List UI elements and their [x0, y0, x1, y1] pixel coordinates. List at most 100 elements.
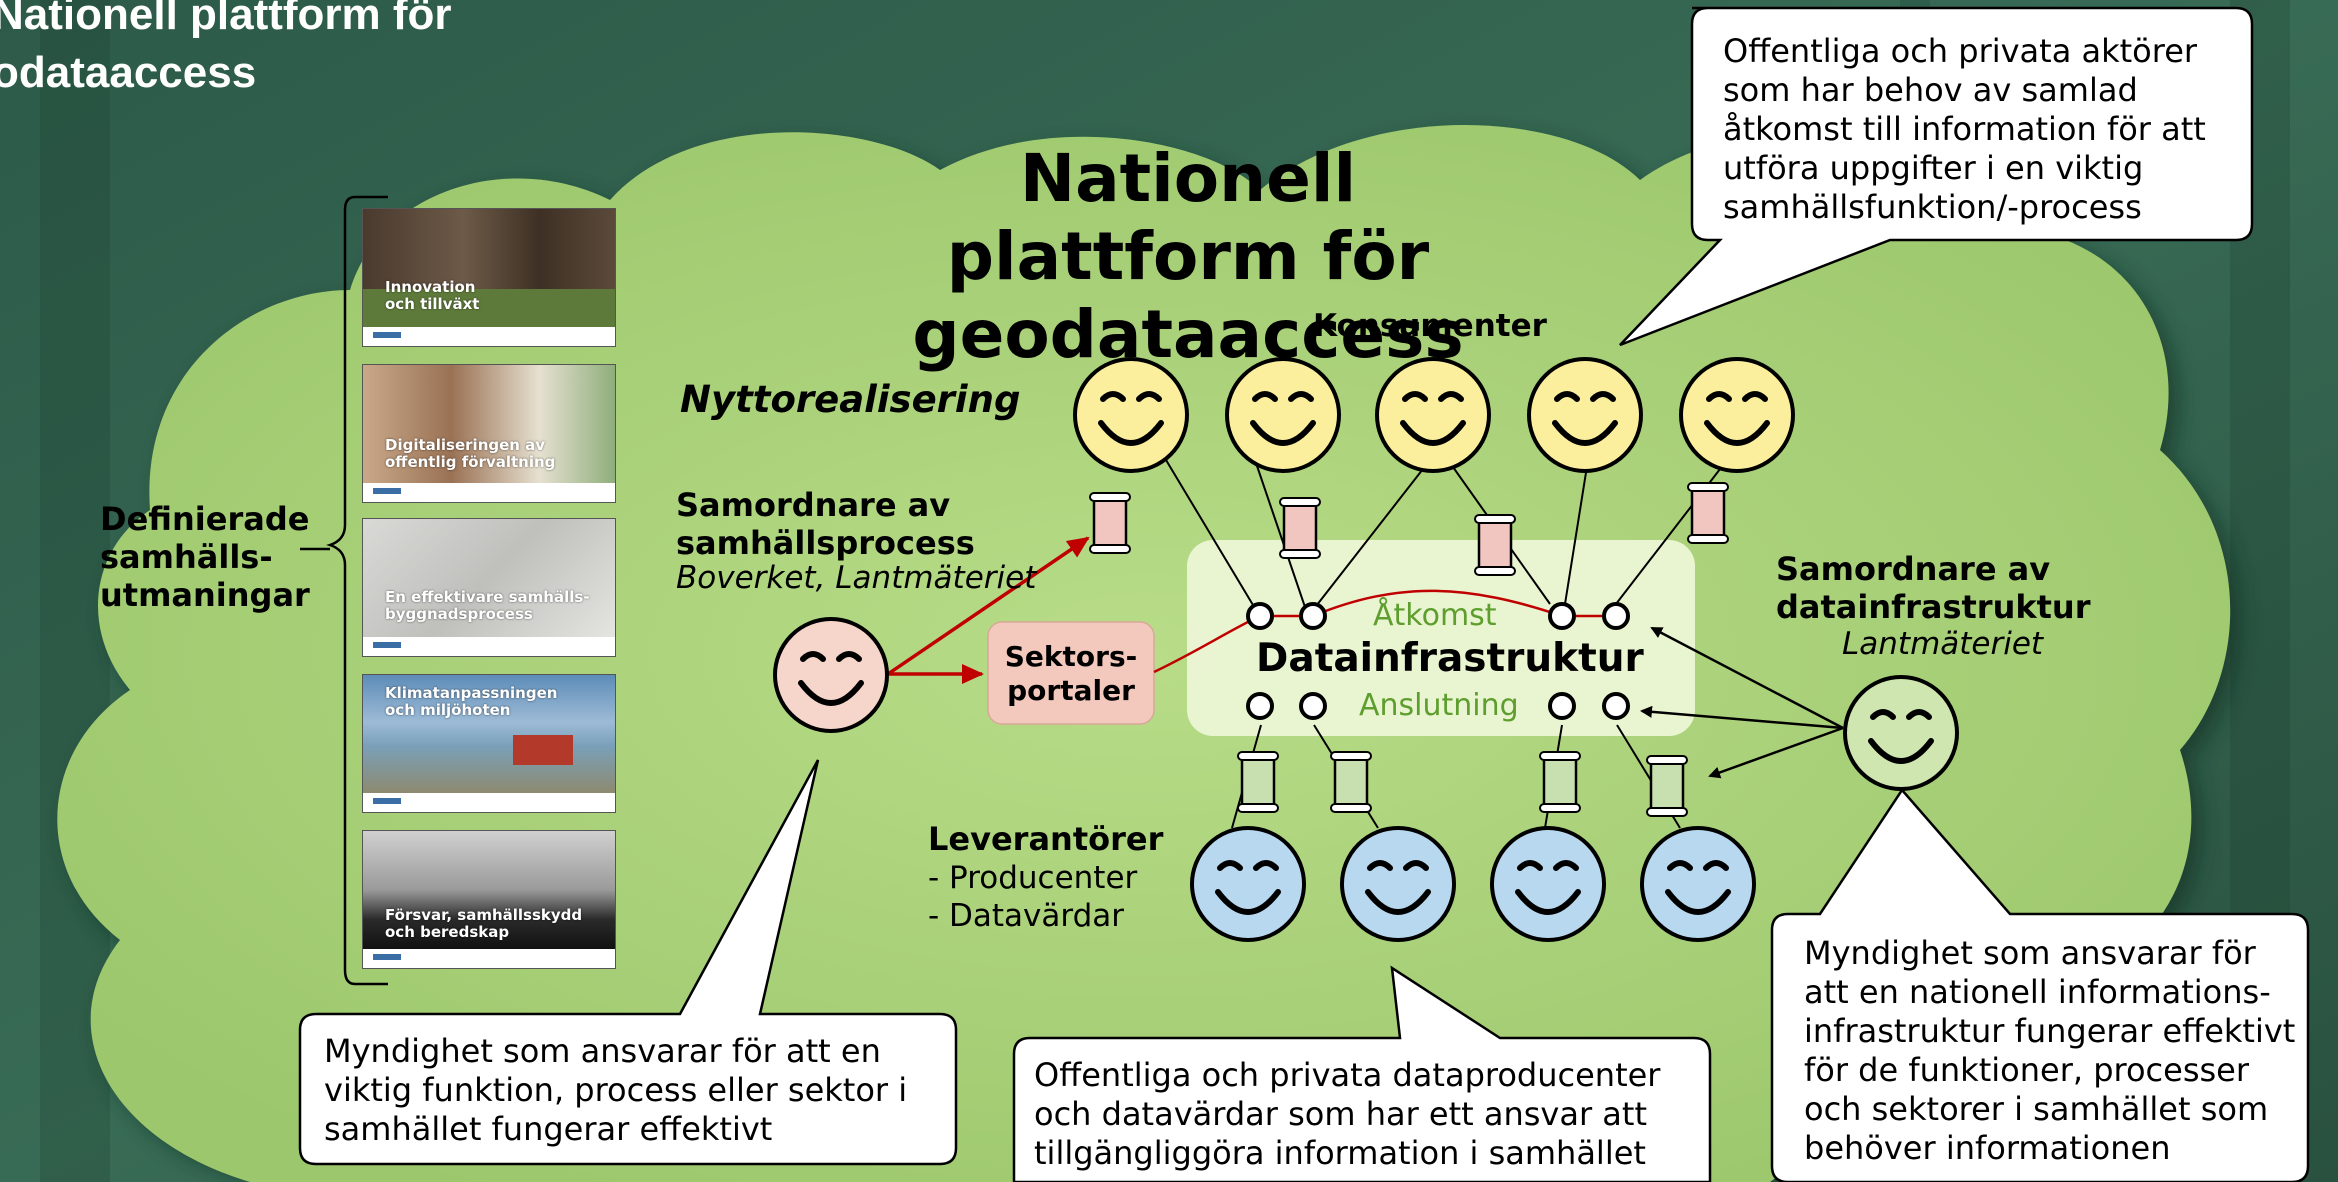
label-definierade-line2: samhälls-	[100, 538, 273, 576]
callout-line: samhällsfunktion/-process	[1723, 188, 2142, 226]
callout-bubble-process	[298, 759, 958, 1166]
thumbnail-caption-line2: byggnadsprocess	[385, 605, 533, 623]
label-konsumenter: Konsumenter	[1313, 308, 1547, 344]
thumbnail-innovation: Innovation och tillväxt	[362, 208, 616, 347]
thumbnail-caption-line1: Digitaliseringen av	[385, 436, 546, 454]
label-samordnare-process: Samordnare av samhällsprocess	[676, 486, 975, 562]
supplier-documents	[1236, 750, 1689, 818]
label-datainfrastruktur: Datainfrastruktur	[1256, 636, 1644, 681]
corner-title-line1: Nationell plattform för	[0, 0, 452, 39]
callout-line: att en nationell informations-	[1804, 973, 2271, 1011]
smiley-face-icon	[773, 617, 889, 733]
access-line	[1153, 589, 1616, 674]
callout-process-text: Myndighet som ansvarar för att en viktig…	[324, 1032, 907, 1149]
callout-line: infrastruktur fungerar effektivt	[1804, 1012, 2296, 1050]
label-sektorsportaler-line2: portaler	[1007, 674, 1135, 707]
callout-line: för de funktioner, processer	[1804, 1051, 2249, 1089]
callout-consumers-text: Offentliga och privata aktörer som har b…	[1723, 32, 2206, 227]
thumbnail-caption-line1: Klimatanpassningen	[385, 684, 558, 702]
callout-line: viktig funktion, process eller sektor i	[324, 1071, 908, 1109]
label-sektorsportaler: Sektors- portaler	[988, 640, 1154, 708]
process-face	[773, 617, 889, 733]
sektorsportaler-box	[987, 621, 1155, 725]
connector-rings	[1246, 602, 1630, 720]
label-samordnare-process-orgs: Boverket, Lantmäteriet	[676, 560, 1037, 596]
thumbnail-samhallsbyggnad: En effektivare samhälls- byggnadsprocess	[362, 518, 616, 657]
label-samordnare-infra-line2: datainfrastruktur	[1776, 588, 2091, 626]
document-scroll-icon	[1088, 491, 1132, 555]
callout-suppliers-text: Offentliga och privata dataproducenter o…	[1034, 1056, 1660, 1173]
connector-ring-icon	[1299, 602, 1327, 630]
connector-ring-icon	[1548, 602, 1576, 630]
thumbnail-klimat: Klimatanpassningen och miljöhoten	[362, 674, 616, 813]
label-samordnare-infra: Samordnare av datainfrastruktur	[1776, 550, 2090, 626]
connector-ring-icon	[1246, 692, 1274, 720]
label-leverantorer: Leverantörer	[928, 820, 1164, 858]
smiley-face-icon	[1490, 826, 1606, 942]
label-samordnare-infra-line1: Samordnare av	[1776, 550, 2051, 588]
callout-line: och sektorer i samhället som	[1804, 1090, 2269, 1128]
label-definierade-line3: utmaningar	[100, 576, 310, 614]
supplier-links	[1231, 724, 1681, 829]
callout-line: åtkomst till information för att	[1723, 110, 2206, 148]
thumbnail-caption-line2: och miljöhoten	[385, 701, 511, 719]
document-scroll-icon	[1329, 750, 1373, 814]
label-producenter: - Producenter	[928, 860, 1138, 896]
callout-line: behöver informationen	[1804, 1129, 2171, 1167]
connector-ring-icon	[1246, 602, 1274, 630]
thumbnail-caption-line2: offentlig förvaltning	[385, 453, 556, 471]
thumbnail-caption-line1: Försvar, samhällsskydd	[385, 906, 583, 924]
thumbnail-caption-line2: och tillväxt	[385, 295, 480, 313]
smiley-face-icon	[1225, 357, 1341, 473]
smiley-face-icon	[1843, 675, 1959, 791]
smiley-face-icon	[1073, 357, 1189, 473]
label-datavardar: - Datavärdar	[928, 898, 1125, 934]
arrow-to-consumer-document	[887, 536, 1090, 676]
callout-line: Myndighet som ansvarar för	[1804, 934, 2256, 972]
document-scroll-icon	[1645, 754, 1689, 818]
callout-line: Offentliga och privata dataproducenter	[1034, 1056, 1661, 1094]
smiley-face-icon	[1190, 826, 1306, 942]
label-nyttorealisering: Nyttorealisering	[680, 378, 1021, 421]
callout-line: utföra uppgifter i en viktig	[1723, 149, 2144, 187]
infra-arrows	[1640, 626, 1844, 779]
document-scroll-icon	[1236, 750, 1280, 814]
smiley-face-icon	[1527, 357, 1643, 473]
connector-ring-icon	[1602, 602, 1630, 630]
thumbnail-caption-line1: En effektivare samhälls-	[385, 588, 590, 606]
smiley-face-icon	[1640, 826, 1756, 942]
label-definierade-line1: Definierade	[100, 500, 310, 538]
consumer-faces	[1073, 357, 1795, 473]
callout-bubble-suppliers	[1012, 965, 1712, 1182]
smiley-face-icon	[1679, 357, 1795, 473]
document-scroll-icon	[1538, 750, 1582, 814]
smiley-face-icon	[1375, 357, 1491, 473]
bracket	[326, 195, 388, 986]
main-title: Nationell plattform för geodataaccess	[912, 140, 1464, 373]
thumbnail-caption-line2: och beredskap	[385, 923, 510, 941]
callout-bubble-consumers	[1619, 6, 2254, 347]
document-scroll-icon	[1473, 513, 1517, 577]
label-sektorsportaler-line1: Sektors-	[1004, 640, 1138, 673]
callout-line: samhället fungerar effektivt	[324, 1110, 773, 1148]
corner-title: Nationell plattform för odataaccess	[0, 0, 452, 102]
connector-ring-icon	[1602, 692, 1630, 720]
document-scroll-icon	[1686, 481, 1730, 545]
label-samordnare-process-line1: Samordnare av	[676, 486, 951, 524]
callout-line: och datavärdar som har ett ansvar att	[1034, 1095, 1647, 1133]
label-anslutning: Anslutning	[1359, 688, 1519, 723]
document-scroll-icon	[1278, 496, 1322, 560]
thumbnail-caption-line1: Innovation	[385, 278, 476, 296]
corner-title-line2: odataaccess	[0, 48, 257, 97]
thumbnail-digitalisering: Digitaliseringen av offentlig förvaltnin…	[362, 364, 616, 503]
callout-line: Offentliga och privata aktörer	[1723, 32, 2198, 70]
callout-line: tillgängliggöra information i samhället	[1034, 1134, 1646, 1172]
label-samordnare-process-line2: samhällsprocess	[676, 524, 975, 562]
connector-ring-icon	[1548, 692, 1576, 720]
infra-face	[1843, 675, 1959, 791]
callout-line: Myndighet som ansvarar för att en	[324, 1032, 881, 1070]
label-atkomst: Åtkomst	[1373, 598, 1497, 633]
thumbnail-forsvar: Försvar, samhällsskydd och beredskap	[362, 830, 616, 969]
connector-ring-icon	[1299, 692, 1327, 720]
